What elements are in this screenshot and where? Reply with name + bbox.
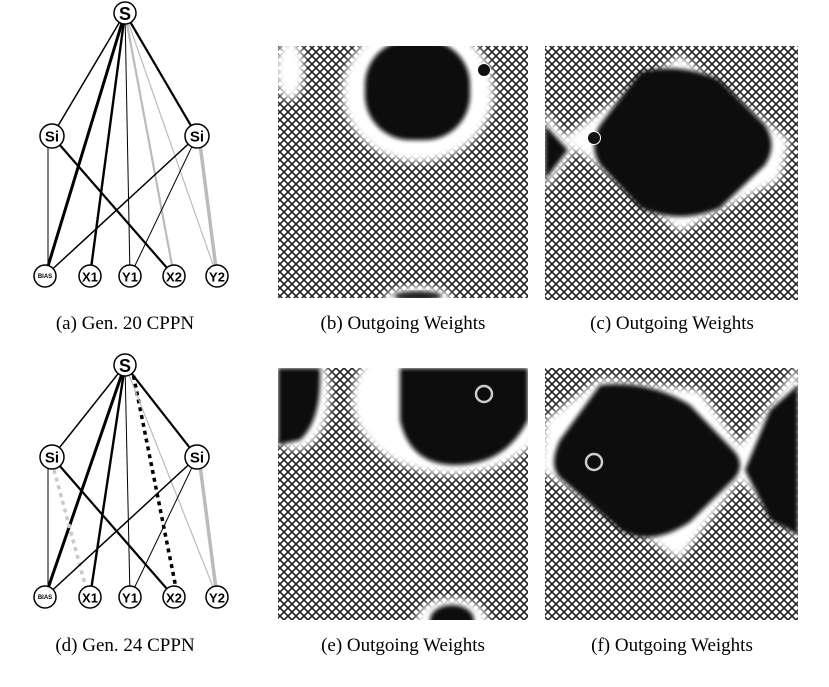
- weights-panel-e: [278, 368, 528, 620]
- node-hidden-left: Si: [39, 123, 65, 149]
- edges: [43, 364, 219, 598]
- weights-panel-c: [545, 46, 798, 300]
- node-x2: X2: [162, 585, 186, 609]
- svg-text:Si: Si: [45, 450, 59, 467]
- node-bias: BIAS: [33, 264, 57, 288]
- svg-text:S: S: [119, 4, 131, 24]
- cppn-gen20: S Si Si BIAS X1 Y1 X2 Y2: [33, 1, 229, 288]
- svg-text:BIAS: BIAS: [38, 595, 52, 601]
- neuron-marker: [478, 64, 490, 76]
- svg-text:Si: Si: [45, 129, 59, 146]
- caption-a: (a) Gen. 20 CPPN: [56, 313, 195, 334]
- svg-text:Si: Si: [190, 129, 204, 146]
- cppn-gen24: S Si Si BIAS X1 Y1 X2 Y2: [33, 353, 229, 609]
- node-y2: Y2: [205, 585, 229, 609]
- node-output: S: [113, 1, 137, 25]
- svg-text:X2: X2: [166, 591, 182, 606]
- node-x2: X2: [162, 264, 186, 288]
- neuron-marker: [474, 384, 494, 404]
- node-hidden-right: Si: [184, 123, 210, 149]
- neuron-marker: [584, 452, 604, 472]
- caption-f: (f) Outgoing Weights: [591, 635, 753, 656]
- node-x1: X1: [78, 264, 102, 288]
- caption-e: (e) Outgoing Weights: [321, 635, 485, 656]
- svg-text:Y2: Y2: [209, 270, 225, 285]
- svg-text:Y1: Y1: [122, 591, 138, 606]
- edges: [43, 12, 219, 277]
- node-x1: X1: [78, 585, 102, 609]
- svg-text:Y1: Y1: [122, 270, 138, 285]
- node-output: S: [113, 353, 137, 377]
- weights-panel-f: [545, 368, 798, 620]
- svg-text:X1: X1: [82, 591, 98, 606]
- svg-text:X2: X2: [166, 270, 182, 285]
- caption-c: (c) Outgoing Weights: [590, 313, 754, 334]
- caption-b: (b) Outgoing Weights: [321, 313, 486, 334]
- weights-panel-b: [278, 46, 528, 298]
- svg-text:BIAS: BIAS: [38, 274, 52, 280]
- neuron-marker: [588, 132, 600, 144]
- node-hidden-left: Si: [39, 444, 65, 470]
- node-y2: Y2: [205, 264, 229, 288]
- svg-text:Si: Si: [190, 450, 204, 467]
- svg-text:S: S: [119, 356, 131, 376]
- node-y1: Y1: [118, 264, 142, 288]
- svg-text:X1: X1: [82, 270, 98, 285]
- node-hidden-right: Si: [184, 444, 210, 470]
- node-y1: Y1: [118, 585, 142, 609]
- caption-d: (d) Gen. 24 CPPN: [55, 635, 195, 656]
- node-bias: BIAS: [33, 585, 57, 609]
- svg-text:Y2: Y2: [209, 591, 225, 606]
